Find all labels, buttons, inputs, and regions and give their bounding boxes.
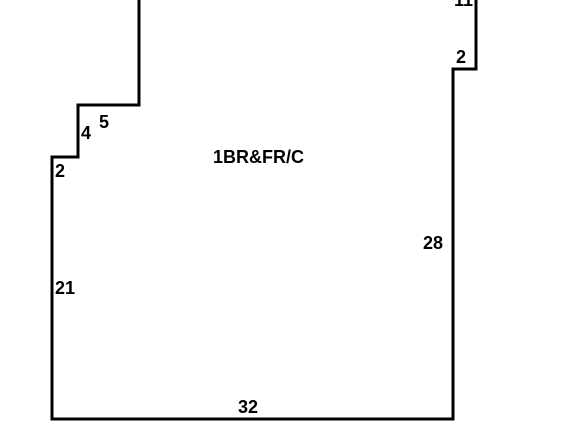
dim-right-upper: 2 (456, 47, 466, 67)
dim-left-step-5: 5 (99, 112, 109, 132)
area-label: 1BR&FR/C (213, 147, 304, 167)
dim-left-main: 21 (55, 278, 75, 298)
dim-right-main: 28 (423, 233, 443, 253)
building-outline (50, 0, 478, 421)
dim-left-step-4: 4 (81, 123, 91, 143)
dim-left-step-2: 2 (55, 161, 65, 181)
dim-bottom: 32 (238, 397, 258, 417)
dim-top-right: 11 (454, 0, 473, 10)
